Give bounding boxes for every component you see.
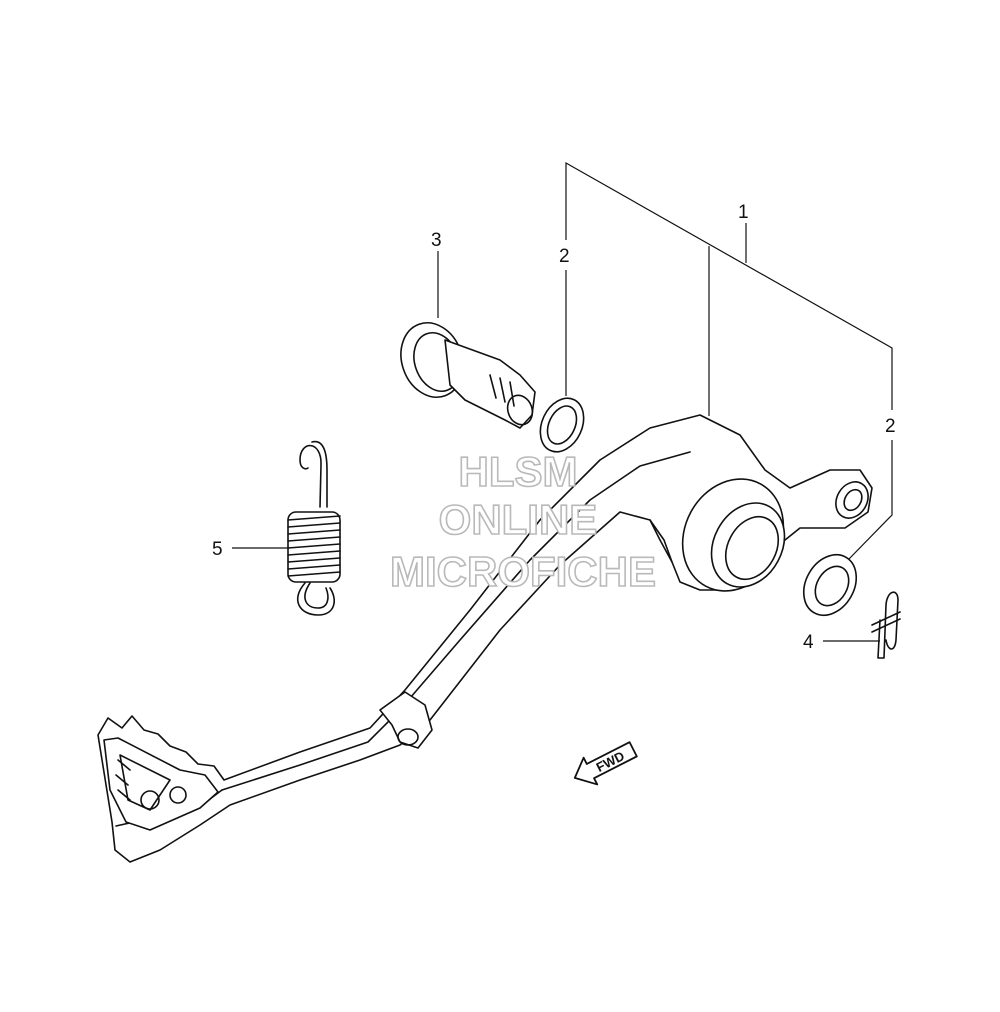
pivot-bolt: [400, 322, 536, 429]
watermark-line-2: ONLINE: [439, 496, 598, 543]
washer-right: [802, 554, 858, 616]
callout-4: 4: [803, 632, 814, 653]
watermark-line-3: MICROFICHE: [390, 548, 656, 595]
brake-pedal-arm: [97, 414, 873, 863]
spring-coils: [287, 511, 341, 583]
cotter-pin: [871, 591, 901, 659]
return-spring: [287, 440, 341, 616]
watermark: HLSM ONLINE MICROFICHE: [389, 447, 657, 596]
washer-left: [539, 397, 585, 453]
callout-2-right: 2: [885, 416, 896, 437]
callout-3: 3: [431, 230, 442, 251]
fwd-arrow-icon: FWD: [573, 741, 638, 786]
callout-2-left: 2: [559, 246, 570, 267]
watermark-line-1: HLSM: [459, 448, 578, 495]
callout-1: 1: [738, 202, 749, 223]
leader-lines: [232, 161, 893, 642]
callout-5: 5: [212, 539, 223, 560]
